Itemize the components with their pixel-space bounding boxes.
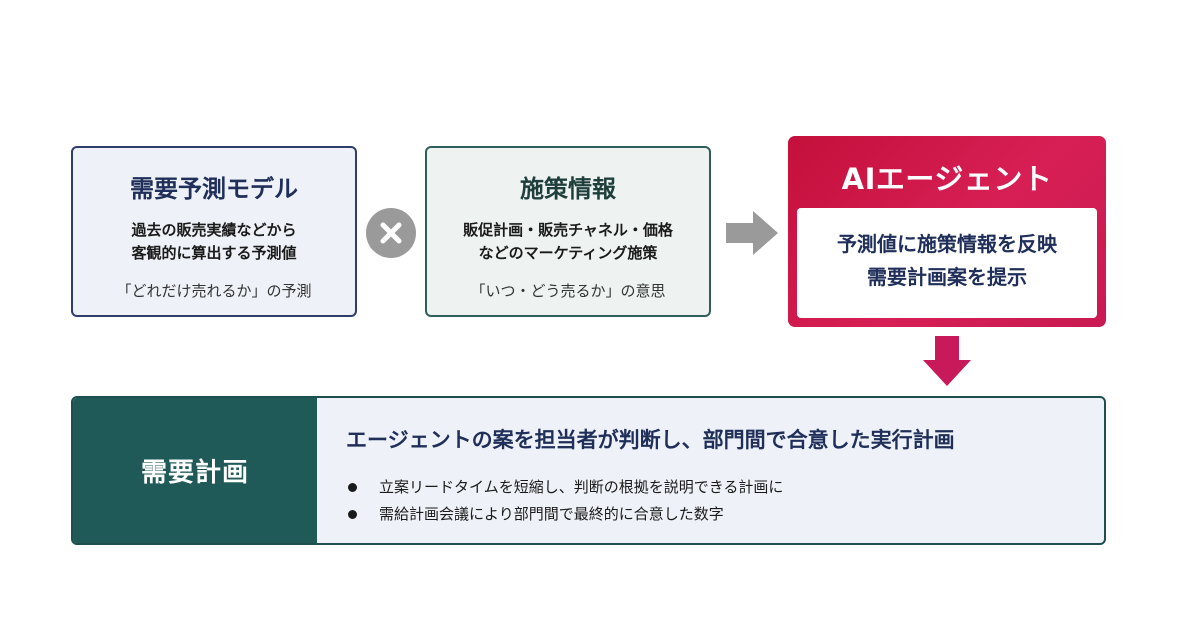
demand-model-note: 「どれだけ売れるか」の予測 xyxy=(116,282,312,300)
policy-info-title: 施策情報 xyxy=(520,175,616,203)
list-item: 立案リードタイムを短縮し、判断の根拠を説明できる計画に xyxy=(346,474,783,501)
policy-info-line-2: などのマーケティング施策 xyxy=(478,244,658,262)
policy-info-note: 「いつ・どう売るか」の意思 xyxy=(470,282,666,300)
times-icon xyxy=(366,208,416,258)
ai-agent-title: AIエージェント xyxy=(841,162,1053,196)
demand-model-line-2: 客観的に算出する予測値 xyxy=(131,244,297,262)
ai-agent-inner-panel: 予測値に施策情報を反映 需要計画案を提示 xyxy=(797,208,1097,318)
ai-agent-box: AIエージェント 予測値に施策情報を反映 需要計画案を提示 xyxy=(788,136,1106,327)
demand-plan-box: 需要計画 エージェントの案を担当者が判断し、部門間で合意した実行計画 立案リード… xyxy=(71,396,1106,545)
demand-plan-heading: エージェントの案を担当者が判断し、部門間で合意した実行計画 xyxy=(346,428,955,452)
ai-agent-description: 予測値に施策情報を反映 需要計画案を提示 xyxy=(797,228,1097,294)
policy-info-line-1: 販促計画・販売チャネル・価格 xyxy=(463,221,673,239)
policy-info-description: 販促計画・販売チャネル・価格 などのマーケティング施策 xyxy=(427,219,709,265)
demand-model-line-1: 過去の販売実績などから xyxy=(131,221,297,239)
demand-plan-label-panel: 需要計画 xyxy=(73,398,317,543)
bullet-text: 立案リードタイムを短縮し、判断の根拠を説明できる計画に xyxy=(379,478,784,496)
bullet-dot-icon xyxy=(348,510,357,519)
bullet-dot-icon xyxy=(348,483,357,492)
demand-model-box: 需要予測モデル 過去の販売実績などから 客観的に算出する予測値 「どれだけ売れる… xyxy=(71,146,357,317)
arrow-down-icon xyxy=(921,336,973,392)
ai-agent-line-2: 需要計画案を提示 xyxy=(867,265,1027,289)
ai-agent-line-1: 予測値に施策情報を反映 xyxy=(837,232,1057,256)
bullet-text: 需給計画会議により部門間で最終的に合意した数字 xyxy=(379,505,724,523)
list-item: 需給計画会議により部門間で最終的に合意した数字 xyxy=(346,501,783,528)
policy-info-box: 施策情報 販促計画・販売チャネル・価格 などのマーケティング施策 「いつ・どう売… xyxy=(425,146,711,317)
arrow-right-icon xyxy=(726,211,778,259)
demand-model-title: 需要予測モデル xyxy=(130,175,298,203)
demand-plan-label: 需要計画 xyxy=(140,458,249,488)
demand-model-description: 過去の販売実績などから 客観的に算出する予測値 xyxy=(73,219,355,265)
demand-plan-bullet-list: 立案リードタイムを短縮し、判断の根拠を説明できる計画に 需給計画会議により部門間… xyxy=(346,474,783,528)
